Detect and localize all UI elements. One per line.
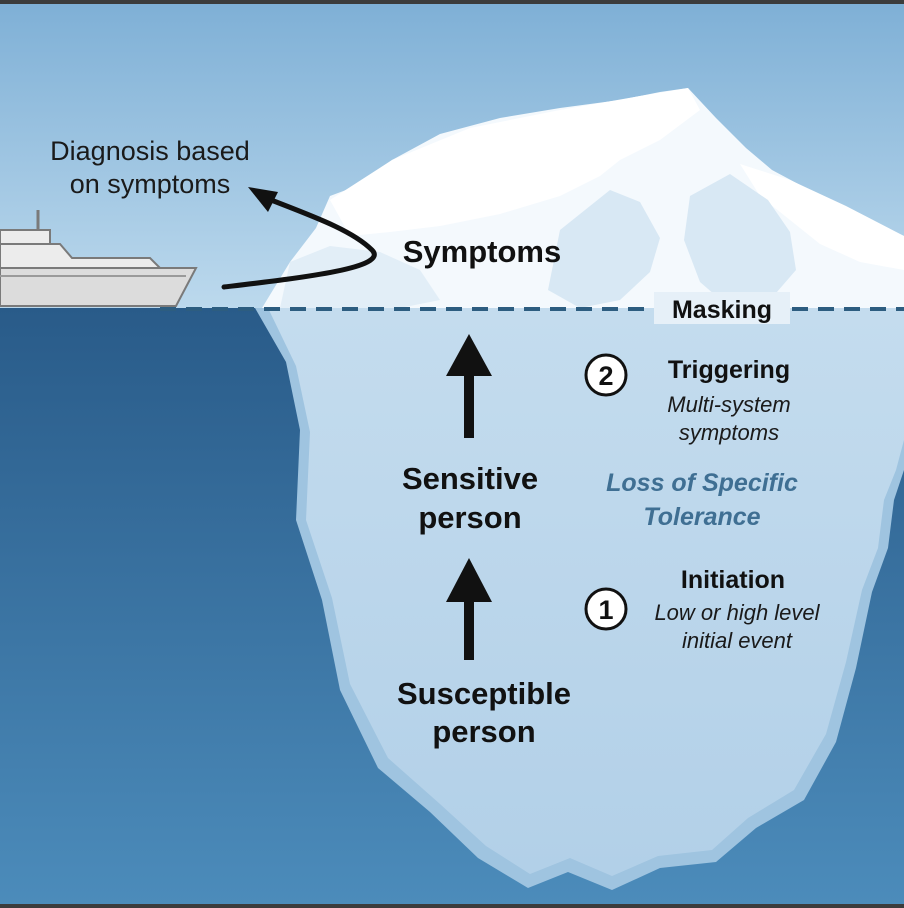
- bottom-border: [0, 904, 904, 908]
- stage-1-title: Initiation: [681, 566, 785, 594]
- sensitive-label-line2: person: [418, 500, 521, 535]
- callout-arrowhead: [248, 187, 278, 212]
- top-border: [0, 0, 904, 4]
- stage-1-desc-line2: initial event: [682, 628, 793, 653]
- stage-2-title: Triggering: [668, 356, 790, 384]
- iceberg-highlight: [330, 88, 700, 236]
- masking-label: Masking: [672, 296, 772, 324]
- symptoms-label: Symptoms: [403, 234, 561, 269]
- tolerance-label-line1: Loss of Specific: [606, 469, 798, 497]
- callout-text-line1: Diagnosis based: [50, 136, 250, 166]
- susceptible-label-line2: person: [432, 714, 535, 749]
- ship-icon: [0, 210, 198, 307]
- iceberg-shadow-3: [280, 246, 440, 308]
- stage-2-number: 2: [598, 361, 613, 391]
- iceberg-shadow-2: [684, 174, 796, 308]
- stage-1-number: 1: [598, 595, 613, 625]
- arrow-up-upper: [446, 334, 492, 438]
- sensitive-label-line1: Sensitive: [402, 461, 538, 496]
- iceberg-shadow-1: [548, 190, 660, 308]
- susceptible-label-line1: Susceptible: [397, 676, 571, 711]
- stage-2-desc-line2: symptoms: [679, 420, 779, 445]
- stage-2-circle: [584, 353, 628, 397]
- callout-arrow-line: [221, 195, 377, 290]
- tolerance-label-line2: Tolerance: [643, 503, 760, 531]
- arrow-up-lower: [446, 558, 492, 660]
- stage-2-desc-line1: Multi-system: [667, 392, 790, 417]
- iceberg-underwater: [268, 308, 904, 876]
- stage-1-circle: [584, 587, 628, 631]
- iceberg-facet-right: [740, 164, 904, 270]
- callout-text-line2: on symptoms: [70, 169, 231, 199]
- masking-label-bg: [654, 292, 790, 324]
- stage-1-desc-line1: Low or high level: [654, 600, 820, 625]
